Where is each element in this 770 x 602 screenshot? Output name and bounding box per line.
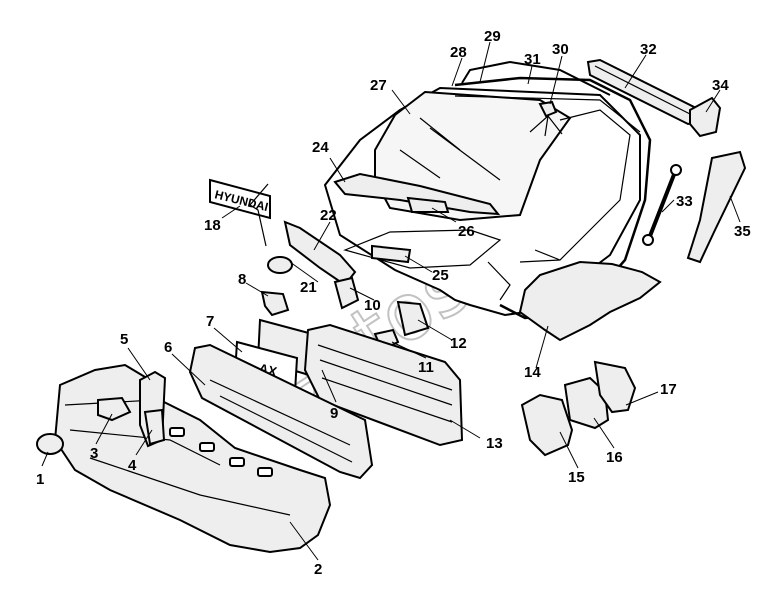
clip bbox=[260, 290, 290, 317]
callout-17: 17 bbox=[660, 381, 677, 398]
garnish-strip bbox=[333, 172, 501, 216]
high-stop-lamp bbox=[689, 96, 722, 138]
lamp-housing bbox=[563, 376, 610, 430]
callout-32: 32 bbox=[640, 41, 657, 58]
callout-2: 2 bbox=[314, 561, 322, 578]
callout-31: 31 bbox=[524, 51, 541, 68]
callout-8: 8 bbox=[238, 271, 246, 288]
tailgate-trim-panel bbox=[518, 260, 662, 342]
lock-cylinder bbox=[333, 276, 360, 310]
callout-29: 29 bbox=[484, 28, 501, 45]
hinge-bracket bbox=[686, 150, 747, 264]
handle bbox=[406, 196, 450, 213]
bumper-slots bbox=[169, 427, 273, 477]
callout-26: 26 bbox=[458, 223, 475, 240]
callout-15: 15 bbox=[568, 469, 585, 486]
callout-30: 30 bbox=[552, 41, 569, 58]
callout-28: 28 bbox=[450, 44, 467, 61]
callout-16: 16 bbox=[606, 449, 623, 466]
callout-24: 24 bbox=[312, 139, 329, 156]
tail-lamp bbox=[520, 393, 574, 457]
latch bbox=[396, 300, 430, 337]
reflector bbox=[36, 433, 64, 455]
callout-labels: 1 2 3 4 5 6 7 8 9 10 11 12 13 14 15 16 1… bbox=[36, 28, 751, 578]
washer-nozzle bbox=[538, 100, 558, 118]
callout-6: 6 bbox=[164, 339, 172, 356]
callout-13: 13 bbox=[486, 435, 503, 452]
bumper-reinforcement bbox=[303, 323, 464, 447]
callout-12: 12 bbox=[450, 335, 467, 352]
callout-35: 35 bbox=[734, 223, 751, 240]
inner-handle bbox=[371, 244, 412, 264]
callout-1: 1 bbox=[36, 471, 44, 488]
callout-34: 34 bbox=[712, 77, 729, 94]
callout-11: 11 bbox=[418, 359, 434, 376]
callout-21: 21 bbox=[300, 279, 317, 296]
callout-3: 3 bbox=[90, 445, 98, 462]
callout-7: 7 bbox=[206, 313, 214, 330]
callout-25: 25 bbox=[432, 267, 449, 284]
callout-9: 9 bbox=[330, 405, 338, 422]
leader-lines bbox=[41, 41, 741, 561]
callout-5: 5 bbox=[120, 331, 128, 348]
callout-4: 4 bbox=[128, 457, 137, 474]
lamp-bracket bbox=[593, 360, 637, 414]
grommet bbox=[267, 256, 293, 274]
corner-bracket bbox=[97, 396, 132, 422]
gas-strut bbox=[642, 164, 682, 246]
callout-18: 18 bbox=[204, 217, 221, 234]
emblem: HYUNDAI bbox=[209, 178, 271, 247]
side-bracket bbox=[143, 408, 166, 446]
callout-22: 22 bbox=[320, 207, 337, 224]
moulding-strip bbox=[461, 60, 611, 96]
callout-10: 10 bbox=[364, 297, 381, 314]
callout-14: 14 bbox=[524, 364, 541, 381]
energy-absorber bbox=[188, 343, 374, 480]
callout-27: 27 bbox=[370, 77, 387, 94]
callout-33: 33 bbox=[676, 193, 693, 210]
